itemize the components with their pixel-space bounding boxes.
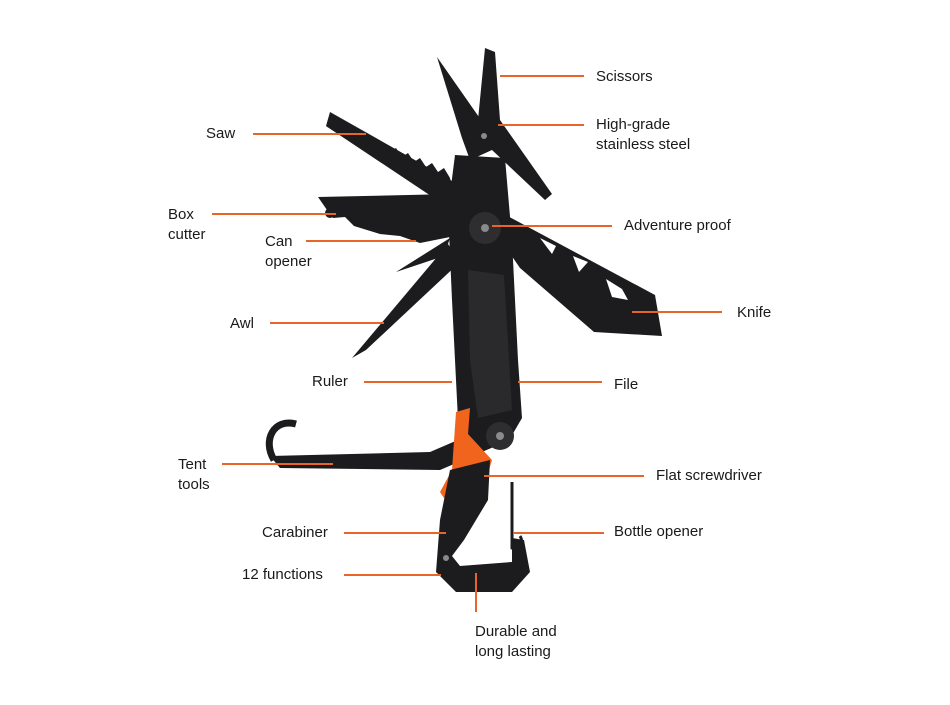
label-steel-line-1: High-grade [596,116,671,133]
label-file-text: File [614,376,639,393]
label-carabiner: Carabiner [262,523,328,543]
label-tent-line-2: tools [178,476,210,493]
tent-tool-hook [265,419,297,462]
awl-blade [352,244,460,358]
label-file: File [614,375,638,395]
label-tent-line-1: Tent [178,456,207,473]
label-saw-text: Saw [206,125,236,142]
knife-cutout-3 [606,279,628,300]
tent-tool-arm [270,424,510,470]
label-carabiner-text: Carabiner [262,524,328,541]
label-adventure-proof: Adventure proof [624,216,731,236]
label-box-line-2: cutter [168,226,206,243]
label-durable-line-1: Durable and [475,623,557,640]
label-tent-tools: Tent tools [178,455,210,495]
awl-spike [396,238,450,272]
label-box-cutter: Box cutter [168,205,206,245]
label-knife-text: Knife [737,304,772,321]
handle-inner-plate [468,270,512,418]
label-ruler-text: Ruler [312,373,348,390]
knife-blade [498,212,662,336]
label-saw: Saw [206,124,235,144]
label-adventure-text: Adventure proof [624,217,731,234]
scissors-blade-right [478,48,552,200]
box-cutter-blade [318,194,455,243]
scissors-screw [481,133,487,139]
label-durable-line-2: long lasting [475,643,551,660]
label-functions-text: 12 functions [242,566,323,583]
label-flat-screwdriver: Flat screwdriver [656,466,762,486]
saw-teeth [326,126,458,214]
label-bottle-text: Bottle opener [614,523,704,540]
label-can-opener: Can opener [265,232,312,272]
leader-lines [212,75,722,612]
carabiner-rivet [443,555,449,561]
carabiner-gate [510,482,524,550]
label-can-line-2: opener [265,253,312,270]
label-flat-text: Flat screwdriver [656,467,762,484]
label-12-functions: 12 functions [242,565,323,585]
label-awl-text: Awl [230,315,254,332]
label-ruler: Ruler [312,372,348,392]
label-bottle-opener: Bottle opener [614,522,703,542]
multitool [265,48,662,592]
label-can-line-1: Can [265,233,293,250]
label-stainless-steel: High-grade stainless steel [596,115,690,155]
label-durable: Durable and long lasting [475,622,557,662]
lower-pivot-center [496,432,504,440]
label-steel-line-2: stainless steel [596,136,691,153]
label-scissors: Scissors [596,67,653,87]
scissors-blade-left [437,57,492,160]
knife-cutout-1 [540,238,556,254]
label-scissors-text: Scissors [596,68,653,85]
label-awl: Awl [230,314,254,334]
carabiner-body [436,460,530,592]
knife-cutout-2 [573,256,588,272]
label-box-line-1: Box [168,206,194,223]
label-knife: Knife [737,303,771,323]
pivot-screw-center [481,224,489,232]
